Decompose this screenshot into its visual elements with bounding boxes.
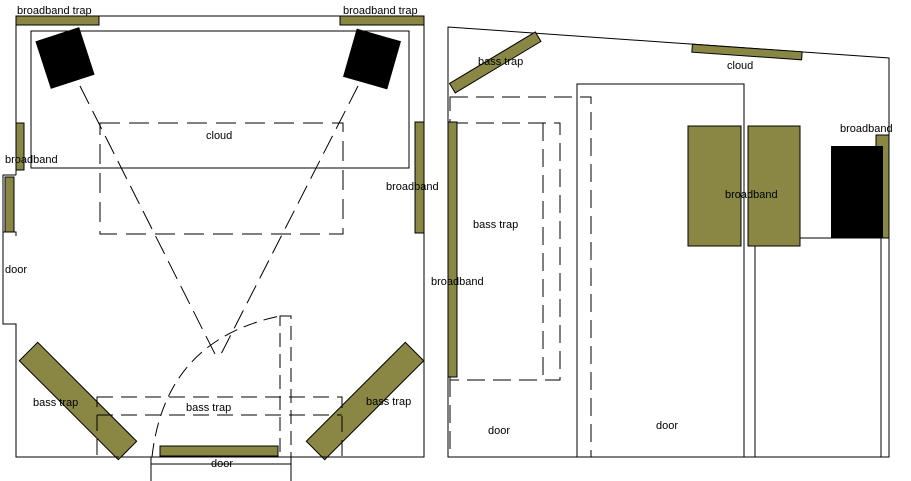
door-leaf [279, 315, 292, 458]
door-right-frame [754, 237, 882, 458]
dispersion-line-left [79, 85, 219, 361]
speaker-right [343, 28, 401, 90]
broadband-right-label: broadband [386, 181, 439, 193]
side-elevation: bass trap cloud bass trap broadband door… [431, 26, 893, 458]
speaker-elevation [831, 146, 883, 238]
broadband-trap-top-right [339, 15, 425, 26]
broadband-panel-right [414, 121, 425, 234]
bass-trap-ceiling [448, 31, 542, 94]
broadband-trap-left-label: broadband trap [17, 5, 92, 17]
bass-trap-left-label: bass trap [33, 397, 78, 409]
bass-trap-right-label: bass trap [366, 396, 411, 408]
broadband-panel-bottom [159, 445, 279, 457]
bass-trap-center-outline [96, 396, 343, 458]
broadband-right-label-elevation: broadband [840, 123, 893, 135]
bass-trap-center-label: bass trap [186, 402, 231, 414]
broadband-side-label: broadband [431, 276, 484, 288]
elevation-outline [447, 26, 890, 458]
dispersion-line-right [217, 85, 359, 361]
broadband-trap-right-label: broadband trap [343, 5, 418, 17]
broadband-panel-left-lower [4, 176, 15, 233]
bass-trap-corner-right [305, 341, 425, 461]
broadband-panel-left-upper [15, 122, 25, 171]
door-bottom-label: door [211, 458, 233, 470]
cloud-label-elevation: cloud [727, 60, 753, 72]
broadband-trap-top-left [15, 15, 100, 26]
door-center-label-elevation: door [656, 420, 678, 432]
broadband-panel-center-left [687, 125, 742, 247]
door-left-label: door [5, 264, 27, 276]
cloud-label: cloud [206, 130, 232, 142]
front-zone [30, 30, 410, 169]
door-swing-arc [151, 315, 281, 458]
bass-trap-corner-left [18, 341, 138, 461]
bass-trap-top-label: bass trap [478, 56, 523, 68]
broadband-panel-center-right [747, 125, 801, 247]
speaker-left [35, 27, 95, 89]
cloud-panel [691, 43, 803, 61]
door-left-label-elevation: door [488, 425, 510, 437]
bass-trap-side-label: bass trap [473, 219, 518, 231]
floor-plan: broadband trap broadband trap cloud broa… [2, 5, 439, 481]
broadband-center-label: broadband [725, 189, 778, 201]
broadband-left-label: broadband [5, 154, 58, 166]
door-center-frame [576, 83, 745, 458]
broadband-panel-side [447, 121, 458, 378]
cloud-outline [99, 122, 344, 235]
